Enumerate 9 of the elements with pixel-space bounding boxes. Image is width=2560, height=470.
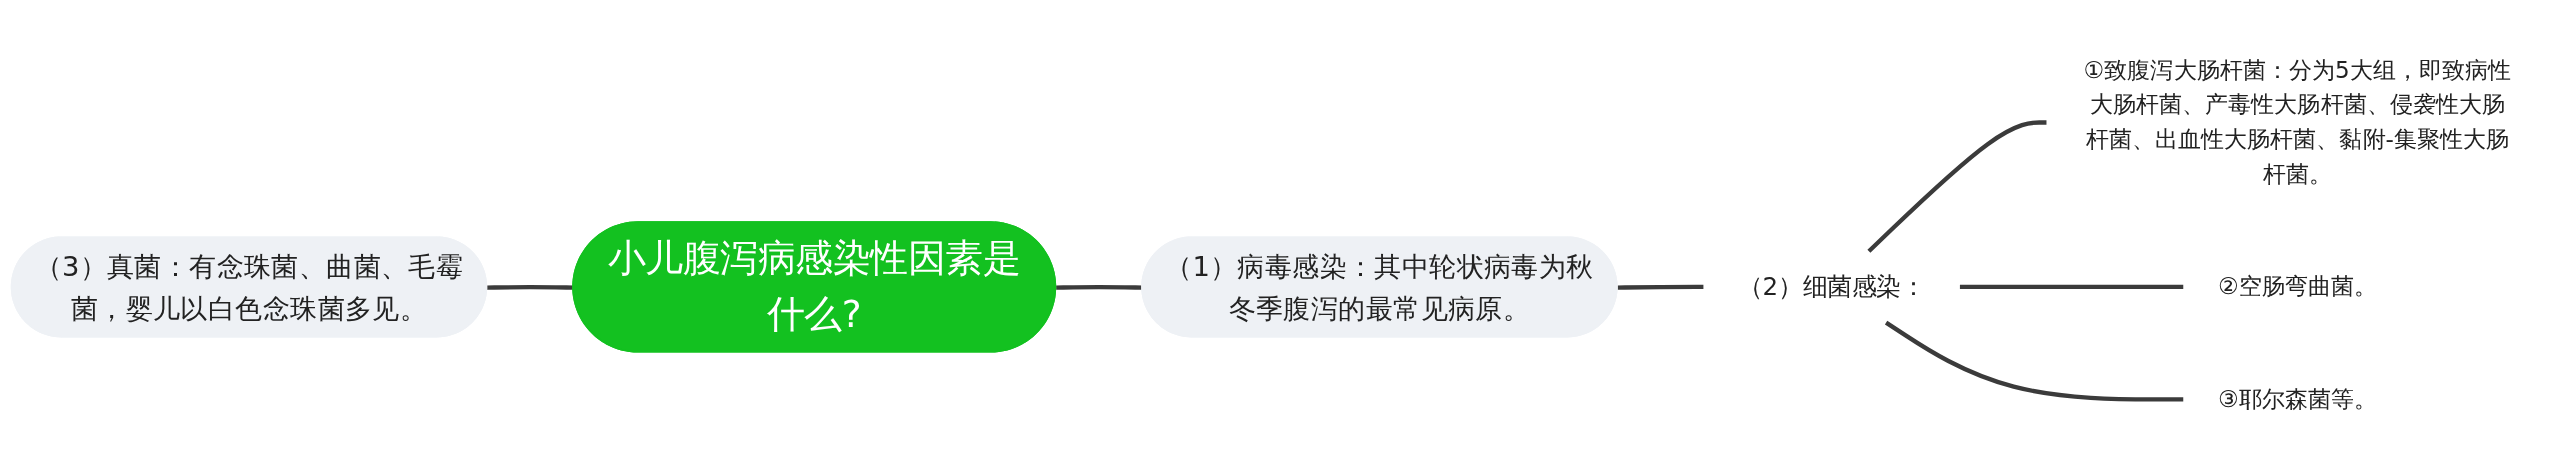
node-text: （2）细菌感染： xyxy=(1738,271,1926,301)
connector xyxy=(1884,320,2184,402)
node-text: ②空肠弯曲菌。 xyxy=(2217,272,2378,300)
connector xyxy=(1617,284,1704,290)
node-text: ①致腹泻大肠杆菌：分为5大组，即致病性大肠杆菌、产毒性大肠杆菌、侵袭性大肠杆菌、出血性大肠杆菌、黏附-集聚性大肠杆菌。 xyxy=(2083,56,2512,188)
node-text: ③耶尔森菌等。 xyxy=(2217,385,2378,413)
connector xyxy=(1959,284,2184,290)
connector xyxy=(487,285,574,290)
connector xyxy=(1867,120,2047,253)
